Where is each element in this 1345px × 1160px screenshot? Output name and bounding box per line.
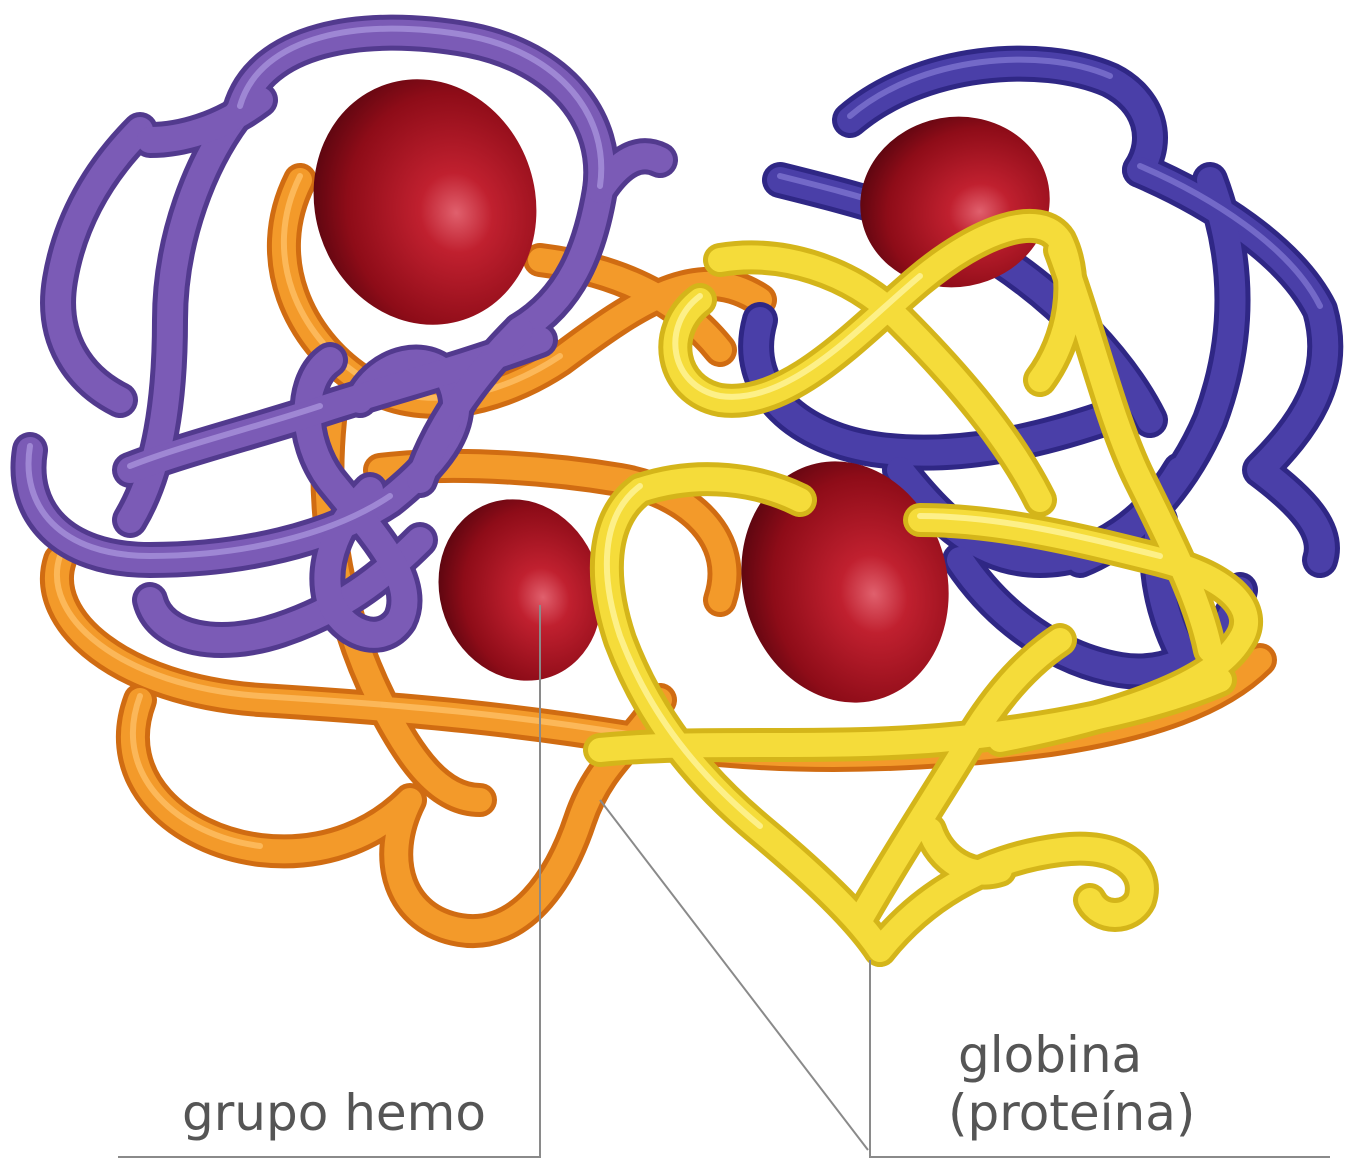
globin-label-line2: (proteína) xyxy=(948,1084,1195,1142)
heme-group-label: grupo hemo xyxy=(182,1084,486,1142)
globin-label-line1: globina xyxy=(958,1026,1142,1084)
globin-leader-line-diagonal xyxy=(600,800,868,1150)
